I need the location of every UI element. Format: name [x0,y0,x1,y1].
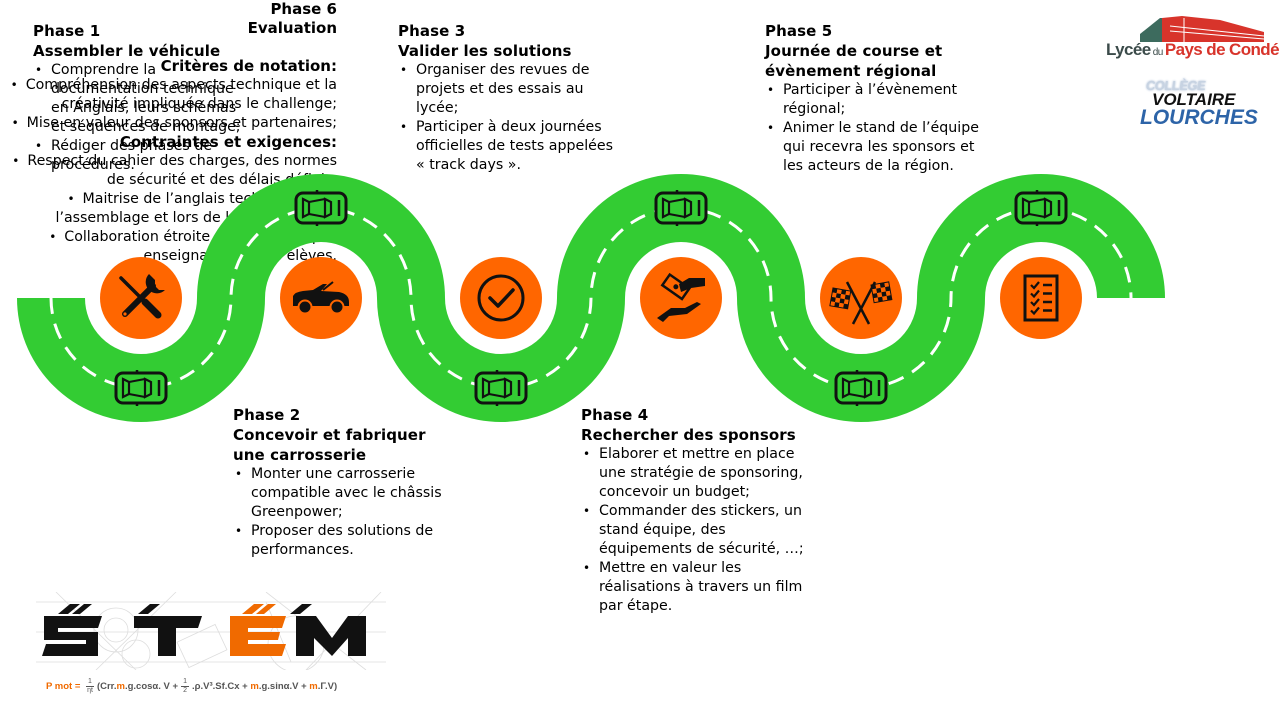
stem-letter-e [230,604,286,656]
bullet-item: Comprendre la documentation technique en… [33,61,243,137]
formula-term: .g.cosα. V + [124,681,179,693]
phase-6-label: Phase 6 [270,0,337,18]
lycee-building-icon [1106,16,1265,42]
race-car-icon [474,370,528,406]
formula-mass: m [309,681,318,693]
formula-term: .g.sinα.V + [258,681,310,693]
bullet-item: Proposer des solutions de performances. [233,522,458,560]
lycee-logo-text: Lycée du Pays de Condé [1106,40,1280,60]
lycee-word: Lycée [1106,40,1151,59]
phase-5-label: Phase 5 [765,22,833,40]
phase-1-bullets: Comprendre la documentation technique en… [33,61,243,175]
lourches-word: LOURCHES [1140,106,1258,129]
formula-lhs: P mot [46,681,73,693]
race-car-icon [114,370,168,406]
race-car-icon [294,190,348,226]
phase-icon-2 [280,257,362,339]
stem-wordmark [42,604,366,656]
college-voltaire-lourches-logo: COLLÈGE VOLTAIRE LOURCHES [1138,78,1258,136]
race-car-icon [654,190,708,226]
phase-icon-circles [100,257,1082,339]
tools-icon [119,274,165,319]
bullet-item: Monter une carrosserie compatible avec l… [233,465,458,522]
formula-mass: m [250,681,259,693]
phase-6-title: Evaluation [247,19,337,37]
phase-5-block: Phase 5 Journée de course et évènement r… [765,21,990,176]
phase-5-bullets: Participer à l’évènement régional; Anime… [765,81,990,176]
du-word: du [1150,47,1165,58]
phase-icon-3 [460,257,542,339]
frac-den: 2 [183,687,187,694]
bullet-item: Organiser des revues de projets et des e… [398,61,613,118]
phase-3-block: Phase 3 Valider les solutions Organiser … [398,21,613,175]
stem-letter-t [134,604,202,656]
phase-3-label: Phase 3 [398,22,466,40]
pays-de-conde-word: Pays de Condé [1164,40,1280,59]
icon-circle [820,257,902,339]
bullet-item: Animer le stand de l’équipe qui recevra … [765,119,990,176]
formula-term: .ρ.V³.Sf.Cx + [191,681,251,693]
road-cars [114,190,1068,406]
convertible-car-icon [293,281,349,315]
stem-letter-s [42,604,102,656]
frac-num: 1 [86,678,94,687]
formula-term: (Crr. [96,681,117,693]
stem-letter-m [290,604,366,656]
formula-term: .Γ.V) [317,681,338,693]
phase-2-title: Concevoir et fabriquer une carrosserie [233,426,426,464]
phase-5-title: Journée de course et évènement régional [765,42,943,80]
phase-3-title: Valider les solutions [398,42,572,60]
bullet-item: Elaborer et mettre en place une stratégi… [581,445,816,502]
bullet-item: Commander des stickers, un stand équipe,… [581,502,816,559]
race-car-icon [1014,190,1068,226]
formula-equals: = [72,681,84,693]
phase-1-label: Phase 1 [33,22,101,40]
phase-4-label: Phase 4 [581,406,649,424]
checkered-flags-icon [829,281,893,325]
phase-icon-5 [820,257,902,339]
bullet-item: Mettre en valeur les réalisations à trav… [581,559,816,616]
phase-icon-4 [640,257,722,339]
formula-mass: m [116,681,125,693]
road-center-line [49,206,1133,390]
bullet-item: Participer à deux journées officielles d… [398,118,613,175]
bullet-item: Rédiger des phases de procédures. [33,137,243,175]
phase-icon-6 [1000,257,1082,339]
phase-2-bullets: Monter une carrosserie compatible avec l… [233,465,458,560]
bullet-item: Participer à l’évènement régional; [765,81,990,119]
road-dashed-line [49,206,1133,390]
phase-icon-1 [100,257,182,339]
phase-4-title: Rechercher des sponsors [581,426,796,444]
frac-den: ηt [87,687,93,694]
race-car-icon [834,370,888,406]
phase-3-bullets: Organiser des revues de projets et des e… [398,61,613,175]
checkmark-circle-icon [477,274,525,322]
icon-circle [460,257,542,339]
icon-circle [1000,257,1082,339]
voltaire-word: VOLTAIRE [1152,90,1236,109]
phase-4-block: Phase 4 Rechercher des sponsors Elaborer… [581,405,816,616]
phase-1-block: Phase 1 Assembler le véhicule Comprendre… [33,21,243,175]
lycee-pays-de-conde-logo: Lycée du Pays de Condé [1100,14,1280,64]
checklist-icon [1023,274,1059,322]
phase-2-label: Phase 2 [233,406,301,424]
money-handover-icon [657,272,705,322]
frac-num: 1 [181,678,189,687]
phase-1-title: Assembler le véhicule [33,42,221,60]
phase-2-block: Phase 2 Concevoir et fabriquer une carro… [233,405,458,560]
phase-4-bullets: Elaborer et mettre en place une stratégi… [581,445,816,616]
